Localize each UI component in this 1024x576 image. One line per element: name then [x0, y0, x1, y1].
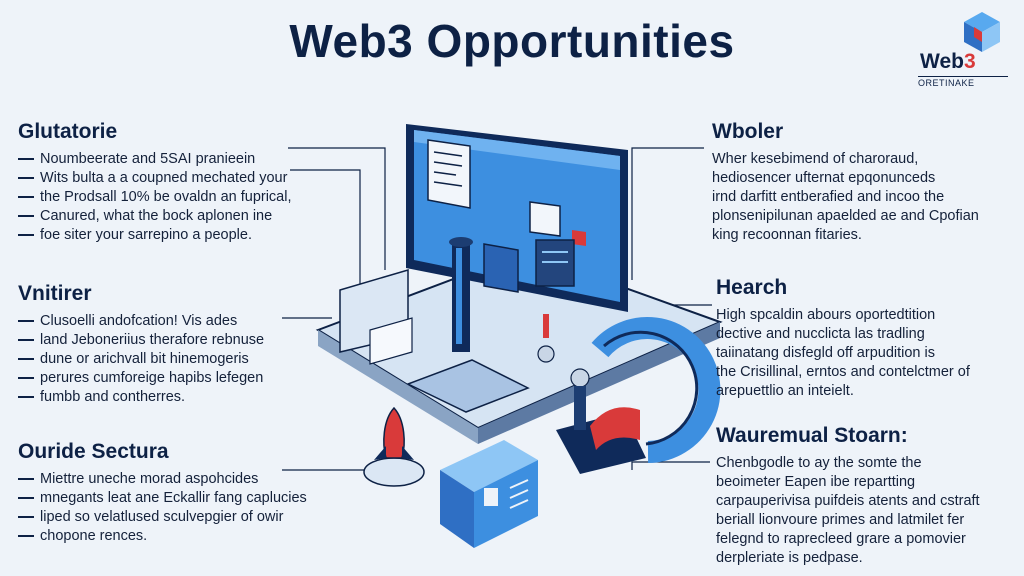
- keyboard-panel: [406, 359, 530, 413]
- section-line: dune or arichvall bit hinemogeris: [18, 350, 308, 369]
- section-line: foe siter your sarrepino a people.: [18, 226, 308, 245]
- platform-right-side: [478, 322, 720, 444]
- section-line: Wits bulta a a coupned mechated your: [18, 169, 308, 188]
- section-line: fumbb and contherres.: [18, 388, 308, 407]
- red-arc: [590, 407, 640, 450]
- section-heading: Wboler: [712, 120, 784, 143]
- portal-ring: [591, 317, 721, 463]
- cube-top: [440, 440, 538, 492]
- section-heading: Glutatorie: [18, 120, 118, 143]
- section-line: mnegants leat ane Eckallir fang caplucie…: [18, 489, 328, 508]
- section-line: Canured, what the bock aplonen ine: [18, 207, 308, 226]
- red-pin-icon: [543, 314, 549, 338]
- section-heading: Ouride Sectura: [18, 440, 169, 463]
- section-heading: Wauremual Stoarn:: [716, 424, 908, 447]
- section-line: liped so velatlused sculvepgier of owir: [18, 508, 328, 527]
- section-line: High spcaldin abours oportedtition: [716, 307, 936, 323]
- section-line: the Prodsall 10% be ovaldn an fuprical,: [18, 188, 308, 207]
- section-mid-right: Hearch High spcaldin abours oportedtitio…: [716, 276, 1016, 401]
- section-top-right: Wboler Wher kesebimend of charoraud, hed…: [712, 120, 1012, 245]
- section-line: perures cumforeige hapibs lefegen: [18, 369, 308, 388]
- alert-card: [572, 230, 586, 246]
- cube-left: [440, 470, 474, 548]
- logo-word-main: Web: [920, 50, 964, 73]
- section-line: Noumbeerate and 5SAI pranieein: [18, 150, 308, 169]
- section-line: taiinatang disfegld off arpudition is: [716, 345, 935, 361]
- cube-logo-icon: [964, 12, 1000, 52]
- section-line: Wher kesebimend of charoraud,: [712, 151, 919, 167]
- brand-logo: Web3 ORETINAKE: [918, 10, 1008, 88]
- section-line: Chenbgodle to ay the somte the: [716, 455, 922, 471]
- section-bottom-left: Ouride Sectura Miettre uneche morad aspo…: [18, 440, 328, 546]
- section-line: king recoonnan fitaries.: [712, 227, 862, 243]
- logo-subtitle: ORETINAKE: [918, 76, 1008, 88]
- section-bottom-right: Wauremual Stoarn: Chenbgodle to ay the s…: [716, 424, 1016, 568]
- server-card: [483, 243, 519, 293]
- logo-word-accent: 3: [963, 50, 976, 73]
- section-line: felegnd to raprecleed grare a pomovier: [716, 531, 966, 547]
- platform-left-side: [318, 330, 478, 444]
- section-line: derpleriate is pedpase.: [716, 550, 863, 566]
- section-line: arepuettlio an inteielt.: [716, 383, 854, 399]
- section-line: Clusoelli andofcation! Vis ades: [18, 312, 308, 331]
- section-line: dective and nucclicta las tradling: [716, 326, 925, 342]
- page-title: Web3 Opportunities: [289, 15, 735, 67]
- section-line: beriall lionvoure primes and latmilet fe…: [716, 512, 965, 528]
- section-line: chopone rences.: [18, 527, 328, 546]
- stack-of-papers: [369, 317, 413, 365]
- section-line: carpauperivisa puifdeis atents and cstra…: [716, 493, 980, 509]
- section-line: Miettre uneche morad aspohcides: [18, 470, 328, 489]
- section-heading: Vnitirer: [18, 282, 92, 305]
- section-line: hediosencer ufternat epqonunceds: [712, 170, 936, 186]
- section-top-left: Glutatorie Noumbeerate and 5SAI pranieei…: [18, 120, 308, 245]
- logo-wordmark: Web3: [920, 50, 976, 74]
- section-line: plonsenipilunan apaelded ae and Cpofian: [712, 208, 979, 224]
- rocket-pad: [363, 457, 425, 487]
- section-heading: Hearch: [716, 276, 788, 299]
- cube-doc-icon: [484, 488, 498, 506]
- section-mid-left: Vnitirer Clusoelli andofcation! Vis ades…: [18, 282, 308, 407]
- section-line: land Jeboneriius therafore rebnuse: [18, 331, 308, 350]
- rocket-icon: [383, 406, 405, 459]
- chart-card: [529, 201, 561, 237]
- section-line: irnd darfitt entberafied and incoo the: [712, 189, 945, 205]
- section-line: the Crisillinal, erntos and contelctmer …: [716, 364, 970, 380]
- section-line: beoimeter Eapen ibe repartting: [716, 474, 916, 490]
